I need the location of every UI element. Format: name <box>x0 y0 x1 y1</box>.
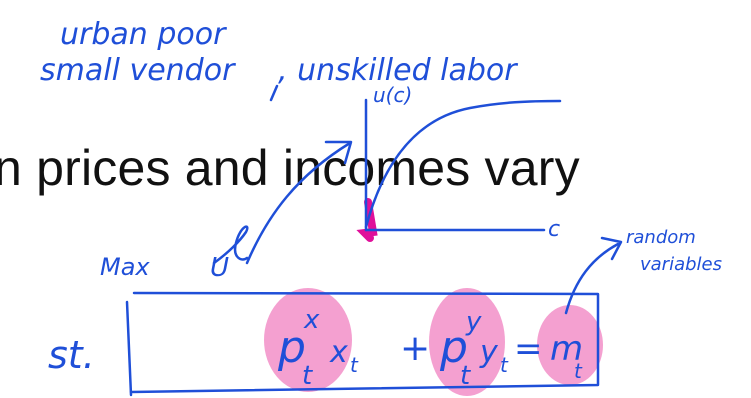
note-urban-poor: urban poor <box>60 17 227 52</box>
eq-xt-x: x <box>329 335 348 370</box>
arrow-to-mt <box>564 242 620 315</box>
comma-stroke <box>269 84 279 102</box>
eq-equals: = <box>514 329 543 369</box>
note-variables: variables <box>640 254 722 275</box>
graph-x-label: c <box>548 217 560 242</box>
note-random: random <box>626 227 696 248</box>
utility-curve <box>364 99 562 229</box>
note-u: U <box>210 253 229 283</box>
highlight-mt <box>537 305 603 385</box>
utility-graph <box>125 84 623 397</box>
highlight-layer <box>264 288 603 396</box>
box-left <box>125 300 133 397</box>
arrowhead-mt <box>600 236 623 261</box>
eq-px-sub: t <box>302 361 313 391</box>
highlight-py <box>429 288 505 396</box>
note-st: st. <box>48 333 95 377</box>
note-max: Max <box>100 253 150 281</box>
eq-m: m <box>550 329 583 369</box>
eq-px-sup: x <box>303 305 320 335</box>
slide-text: n prices and incomes vary <box>0 140 580 196</box>
eq-yt-sub: t <box>500 353 509 377</box>
eq-py-sub: t <box>460 361 471 391</box>
arrow-u-to-graph <box>245 141 352 265</box>
note-small-vendor: small vendor <box>40 53 236 88</box>
eq-px-p: p <box>277 322 306 373</box>
arrowhead-u <box>324 140 353 165</box>
eq-m-sub: t <box>574 359 583 383</box>
graph-y-label: u(c) <box>373 83 412 107</box>
box-outline <box>129 291 600 394</box>
eq-py-sup: y <box>465 307 482 337</box>
note-unskilled-labor: , unskilled labor <box>278 53 518 88</box>
u-loop <box>212 225 249 265</box>
eq-py-p: p <box>439 322 468 373</box>
pink-marker-stroke <box>356 198 378 242</box>
eq-plus: + <box>400 328 430 369</box>
eq-xt-sub: t <box>350 353 359 377</box>
highlight-px <box>264 288 352 392</box>
eq-yt-y: y <box>479 335 499 370</box>
